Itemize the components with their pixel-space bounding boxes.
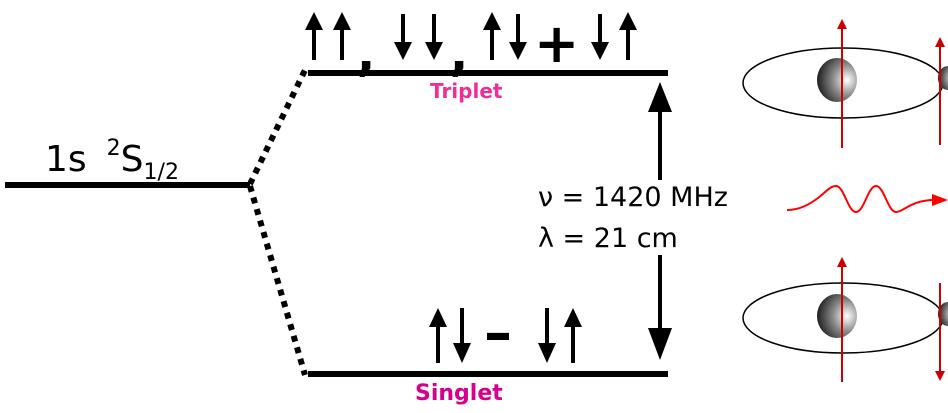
spin-up-arrow-icon: [619, 12, 637, 60]
spin-up-arrow-icon: [564, 308, 582, 363]
singlet-minus-sign: –: [484, 301, 512, 366]
transition-wavelength: λ = 21 cm: [538, 223, 678, 254]
triplet-level: Triplet , ,: [305, 12, 668, 103]
spin-down-arrow-icon: [394, 14, 412, 60]
spin-down-arrow-icon: [425, 14, 443, 60]
photon-wave-icon: [786, 184, 948, 214]
spin-up-arrow-icon: [429, 308, 447, 363]
triplet-label: Triplet: [430, 79, 503, 103]
singlet-level: Singlet –: [308, 301, 668, 406]
triplet-separator: ,: [450, 26, 468, 82]
proton-icon: [817, 294, 857, 338]
spin-down-arrow-icon: [591, 14, 609, 60]
transition-arrow: [648, 82, 672, 360]
triplet-plus-sign: +: [534, 12, 579, 75]
triplet-spin-states: , , +: [305, 12, 637, 82]
singlet-spin-states: –: [429, 301, 582, 366]
split-line-lower: [247, 185, 308, 376]
proton-icon: [817, 58, 857, 102]
split-line-upper: [247, 68, 308, 186]
spin-down-arrow-icon: [509, 14, 527, 60]
singlet-atom-illustration: [742, 257, 948, 382]
spin-down-arrow-icon: [453, 308, 471, 363]
triplet-atom-illustration: [742, 19, 948, 148]
spin-up-arrow-icon: [305, 12, 323, 60]
spin-up-arrow-icon: [483, 12, 501, 60]
singlet-label: Singlet: [415, 381, 503, 406]
transition-frequency: ν = 1420 MHz: [538, 182, 728, 213]
spin-down-arrow-icon: [538, 308, 556, 363]
spin-up-arrow-icon: [333, 12, 351, 60]
triplet-separator: ,: [357, 26, 375, 82]
